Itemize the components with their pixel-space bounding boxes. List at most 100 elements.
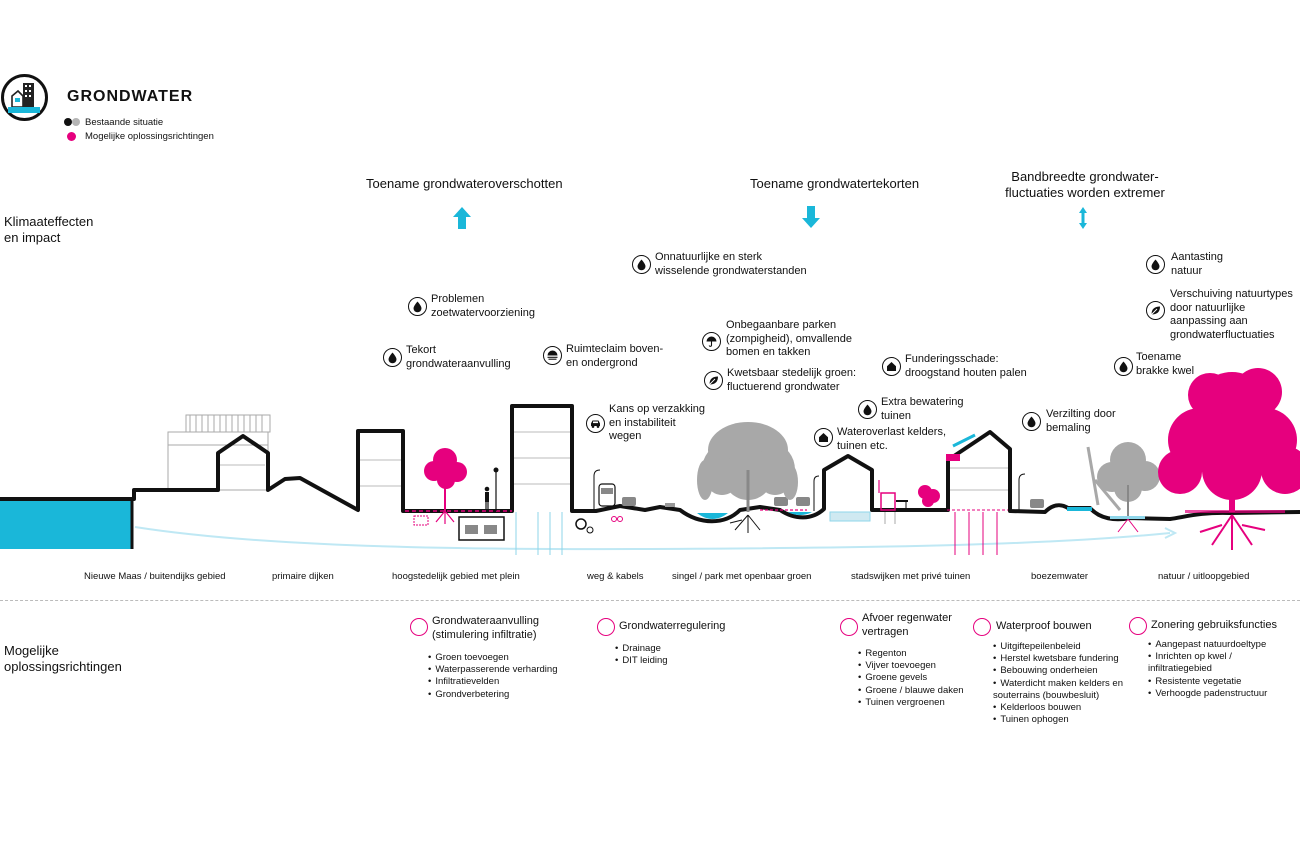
arrow-down-icon bbox=[802, 206, 820, 228]
house-icon bbox=[882, 357, 901, 376]
solution-list: Uitgiftepeilenbeleid Herstel kwetsbare f… bbox=[993, 641, 1123, 726]
drop-icon bbox=[1022, 412, 1041, 431]
list-item: Regenton bbox=[858, 648, 964, 660]
trend-label-fluctuation: Bandbreedte grondwater- fluctuaties word… bbox=[1005, 169, 1165, 200]
rain-barrel bbox=[880, 492, 896, 511]
house-basement bbox=[829, 511, 871, 522]
list-item: Inrichten op kwel / infiltratiegebied bbox=[1148, 651, 1267, 675]
impact-text: Extra bewatering tuinen bbox=[881, 396, 964, 422]
header-logo bbox=[1, 74, 48, 121]
zone-label: singel / park met openbaar groen bbox=[672, 571, 812, 582]
page-title: GRONDWATER bbox=[67, 88, 194, 105]
umbrella-icon bbox=[702, 332, 721, 351]
solution-marker-icon bbox=[1129, 617, 1147, 635]
solution-marker-icon bbox=[410, 618, 428, 636]
car-icon bbox=[586, 414, 605, 433]
list-item: Uitgiftepeilenbeleid bbox=[993, 641, 1123, 653]
impact-text: Funderingsschade: droogstand houten pale… bbox=[905, 353, 1027, 379]
solution-list: Aangepast natuurdoeltype Inrichten op kw… bbox=[1148, 639, 1267, 700]
impact-text: Aantasting natuur bbox=[1171, 251, 1223, 277]
underground-parking bbox=[458, 516, 505, 541]
list-item: Tuinen vergroenen bbox=[858, 697, 964, 709]
trend-label-surplus: Toename grondwateroverschotten bbox=[366, 176, 563, 191]
impact-text: Kans op verzakking en instabiliteit wege… bbox=[609, 403, 705, 442]
cable-circle bbox=[575, 518, 587, 530]
legend-dot-pink bbox=[67, 132, 76, 141]
blue-roof bbox=[952, 433, 976, 448]
list-item: Groene gevels bbox=[858, 672, 964, 684]
list-item: Herstel kwetsbare fundering bbox=[993, 653, 1123, 665]
side-label-solutions: Mogelijke oplossingsrichtingen bbox=[4, 643, 122, 674]
section-divider bbox=[0, 600, 1300, 601]
impact-text: Verzilting door bemaling bbox=[1046, 408, 1116, 434]
underground-icon bbox=[543, 346, 562, 365]
house-icon bbox=[814, 428, 833, 447]
car bbox=[622, 497, 636, 506]
building-water-icon bbox=[8, 83, 40, 113]
solution-marker-icon bbox=[973, 618, 991, 636]
list-item: Waterpasserende verharding bbox=[428, 664, 557, 676]
solution-list: Drainage DIT leiding bbox=[615, 643, 668, 667]
garden-shrub bbox=[918, 485, 940, 507]
solution-title: Grondwaterregulering bbox=[619, 620, 726, 632]
arrow-up-icon bbox=[453, 207, 471, 229]
list-item: Groene / blauwe daken bbox=[858, 685, 963, 697]
impact-text: Wateroverlast kelders, tuinen etc. bbox=[837, 426, 947, 452]
solution-list: Groen toevoegen Waterpasserende verhardi… bbox=[428, 652, 558, 701]
list-item: Bebouwing onderheien bbox=[993, 665, 1123, 677]
solution-title: Waterproof bouwen bbox=[996, 620, 1092, 632]
list-item: Groen toevoegen bbox=[428, 652, 558, 664]
zone-label: weg & kabels bbox=[587, 571, 644, 582]
list-item: Tuinen ophogen bbox=[993, 714, 1123, 726]
nature-tree-pink bbox=[1158, 368, 1300, 500]
zone-label: primaire dijken bbox=[272, 571, 334, 582]
plaza-tree bbox=[424, 448, 467, 489]
solution-list: Regenton Vijver toevoegen Groene gevels … bbox=[858, 648, 964, 709]
drop-icon bbox=[1114, 357, 1133, 376]
arrow-updown-icon bbox=[1079, 207, 1087, 229]
legend-solutions-label: Mogelijke oplossingsrichtingen bbox=[85, 131, 214, 142]
solution-marker-icon bbox=[840, 618, 858, 636]
zone-label: hoogstedelijk gebied met plein bbox=[392, 571, 520, 582]
groundwater-flow-arrow bbox=[1164, 527, 1178, 539]
list-item: Vijver toevoegen bbox=[858, 660, 964, 672]
impact-text: Ruimteclaim boven- en ondergrond bbox=[566, 343, 664, 369]
trend-label-shortage: Toename grondwatertekorten bbox=[750, 176, 920, 191]
zone-label: boezemwater bbox=[1031, 571, 1089, 582]
impact-text: Onnatuurlijke en sterk wisselende grondw… bbox=[655, 251, 807, 277]
impact-text: Problemen zoetwatervoorziening bbox=[431, 293, 535, 319]
list-item: Infiltratievelden bbox=[428, 676, 558, 688]
impact-text: Kwetsbaar stedelijk groen: fluctuerend g… bbox=[727, 367, 857, 393]
list-item: Grondverbetering bbox=[428, 689, 558, 701]
drop-icon bbox=[383, 348, 402, 367]
groundwater-flow-line bbox=[134, 526, 1171, 551]
zone-label: natuur / uitloopgebied bbox=[1158, 571, 1250, 582]
impact-text: Tekort grondwateraanvulling bbox=[406, 344, 511, 370]
legend-dot-black bbox=[64, 118, 72, 126]
impact-text: Toename brakke kwel bbox=[1136, 351, 1195, 377]
list-item: DIT leiding bbox=[615, 655, 667, 667]
solution-marker-icon bbox=[597, 618, 615, 636]
ground-profile bbox=[0, 404, 1300, 524]
list-item: Resistente vegetatie bbox=[1148, 676, 1267, 688]
solution-title: Zonering gebruiksfuncties bbox=[1151, 619, 1277, 631]
cross-section bbox=[0, 368, 1300, 555]
legend-existing-label: Bestaande situatie bbox=[85, 117, 164, 128]
list-item: Aangepast natuurdoeltype bbox=[1148, 639, 1267, 651]
tram bbox=[598, 483, 616, 507]
zone-label: Nieuwe Maas / buitendijks gebied bbox=[84, 571, 226, 582]
drop-icon bbox=[1146, 255, 1165, 274]
impact-text: Verschuiving natuurtypes door natuurlijk… bbox=[1170, 288, 1293, 341]
legend-dot-grey bbox=[72, 118, 80, 126]
drop-icon bbox=[858, 400, 877, 419]
drop-icon bbox=[632, 255, 651, 274]
zone-label: stadswijken met privé tuinen bbox=[851, 571, 971, 582]
side-label-climate: Klimaateffecten en impact bbox=[4, 214, 94, 245]
leaf-icon bbox=[1146, 301, 1165, 320]
list-item: Kelderloos bouwen bbox=[993, 702, 1123, 714]
drop-icon bbox=[408, 297, 427, 316]
impact-text: Onbegaanbare parken (zompigheid), omvall… bbox=[726, 319, 852, 358]
list-item: Waterdicht maken kelders en souterrains … bbox=[993, 678, 1123, 702]
list-item: Drainage bbox=[615, 643, 668, 655]
solution-title: Grondwateraanvulling (stimulering infilt… bbox=[432, 615, 540, 641]
